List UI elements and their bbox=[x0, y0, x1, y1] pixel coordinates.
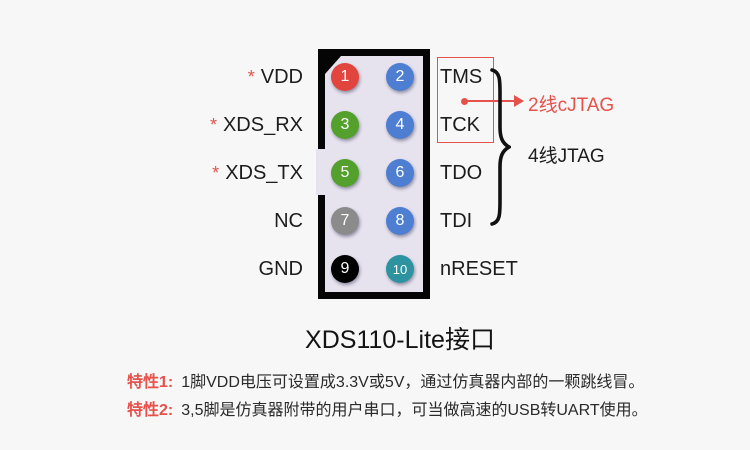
pin-10: 10 bbox=[386, 255, 414, 283]
jtag-brace-icon bbox=[490, 68, 511, 226]
pin-6: 6 bbox=[386, 159, 414, 187]
pin-label-xds-tx: *XDS_TX bbox=[100, 159, 303, 187]
pin-number: 7 bbox=[340, 212, 350, 229]
pin-number: 5 bbox=[340, 164, 350, 181]
cjtag-arrow-line bbox=[464, 100, 515, 102]
pin-label-text: XDS_TX bbox=[225, 162, 303, 184]
pin-label-text: VDD bbox=[260, 66, 303, 88]
pin-4: 4 bbox=[386, 111, 414, 139]
signal-label-tms: TMS bbox=[440, 66, 483, 88]
pin-8: 8 bbox=[386, 207, 414, 235]
key-notch bbox=[316, 149, 327, 195]
signal-label-tdi: TDI bbox=[440, 210, 473, 232]
feature-text: 1脚VDD电压可设置成3.3V或5V，通过仿真器内部的一颗跳线冒。 bbox=[181, 374, 645, 391]
feature-text: 3,5脚是仿真器附带的用户串口，可当做高速的USB转UART使用。 bbox=[181, 402, 648, 419]
pin-2: 2 bbox=[386, 63, 414, 91]
pin-label-xds-rx: *XDS_RX bbox=[100, 111, 303, 139]
feature-label: 特性1: bbox=[127, 374, 174, 391]
pin-1: 1 bbox=[331, 63, 359, 91]
pin-number: 9 bbox=[340, 260, 350, 277]
star-marker: * bbox=[209, 115, 217, 135]
pin-number: 2 bbox=[395, 68, 405, 85]
star-marker: * bbox=[212, 163, 220, 183]
feature-label: 特性2: bbox=[127, 402, 174, 419]
signal-label-nreset: nRESET bbox=[440, 258, 518, 280]
pin-9: 9 bbox=[331, 255, 359, 283]
feature-note-1: 特性1: 1脚VDD电压可设置成3.3V或5V，通过仿真器内部的一颗跳线冒。 bbox=[127, 371, 644, 395]
pin-3: 3 bbox=[331, 111, 359, 139]
signal-label-tdo: TDO bbox=[440, 162, 483, 184]
signal-label-tck: TCK bbox=[440, 114, 480, 136]
pin-7: 7 bbox=[331, 207, 359, 235]
pin-label-gnd: GND bbox=[100, 255, 303, 283]
pin-number: 1 bbox=[340, 68, 350, 85]
pin-label-text: GND bbox=[258, 258, 303, 280]
pin-5: 5 bbox=[331, 159, 359, 187]
pin-number: 4 bbox=[395, 116, 405, 133]
star-marker: * bbox=[247, 67, 255, 87]
cjtag-arrow-head-icon bbox=[514, 95, 524, 107]
pin-label-text: NC bbox=[274, 210, 303, 232]
pin-label-nc: NC bbox=[100, 207, 303, 235]
cjtag-label: 2线cJTAG bbox=[528, 95, 615, 116]
pin-number: 6 bbox=[395, 164, 405, 181]
pin-number: 10 bbox=[392, 261, 408, 277]
pin-label-text: XDS_RX bbox=[222, 114, 303, 136]
pin-label-vdd: *VDD bbox=[100, 63, 303, 91]
diagram-title: XDS110-Lite接口 bbox=[305, 326, 495, 354]
feature-note-2: 特性2: 3,5脚是仿真器附带的用户串口，可当做高速的USB转UART使用。 bbox=[127, 399, 648, 423]
connector-body: 1 2 3 4 5 6 7 8 9 10 bbox=[316, 49, 430, 299]
pin-number: 3 bbox=[340, 116, 350, 133]
jtag-label: 4线JTAG bbox=[528, 146, 605, 167]
pin-number: 8 bbox=[395, 212, 405, 229]
